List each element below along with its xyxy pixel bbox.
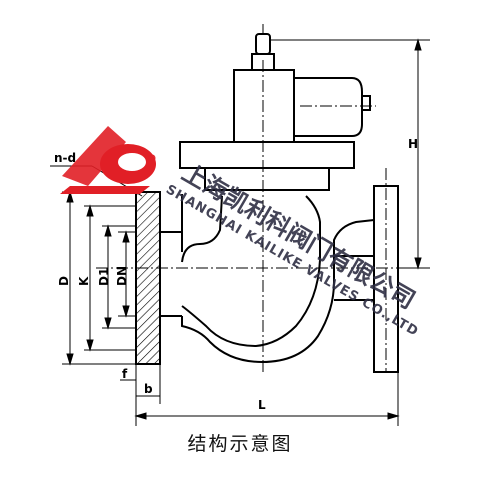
dimension-left (62, 190, 136, 366)
junction-box (293, 77, 363, 137)
dimension-fb (120, 364, 161, 404)
body-outline (181, 194, 375, 364)
dimension-L (134, 372, 400, 426)
cable-gland (361, 95, 371, 111)
diagram-caption: 结构示意图 (187, 433, 293, 455)
center-lines (96, 60, 412, 374)
watermark-en: SHANGHAI KAILIKE VALVES CO.,LTD (163, 182, 421, 340)
label-D: D (57, 276, 71, 286)
watermark-cn: 上海凯利科阀门有限公司 (177, 158, 420, 314)
company-logo (60, 126, 156, 194)
valve-body (135, 185, 399, 373)
inlet-flange-section (135, 191, 161, 365)
label-DN: DN (115, 266, 129, 286)
label-L: L (258, 398, 266, 412)
coil-housing (233, 69, 295, 143)
solenoid-head (179, 24, 371, 191)
dimension-H (270, 38, 430, 270)
bonnet-flange (179, 141, 355, 169)
label-H: H (408, 137, 418, 151)
manual-knob (255, 33, 271, 55)
label-K: K (77, 276, 91, 286)
body-cavity (181, 195, 321, 348)
bonnet-neck (204, 167, 330, 191)
label-b: b (144, 382, 153, 396)
label-f: f (122, 367, 128, 381)
watermark: 上海凯利科阀门有限公司 SHANGHAI KAILIKE VALVES CO.,… (163, 158, 421, 340)
label-D1: D1 (97, 268, 111, 286)
label-nd: n-d (54, 151, 76, 165)
